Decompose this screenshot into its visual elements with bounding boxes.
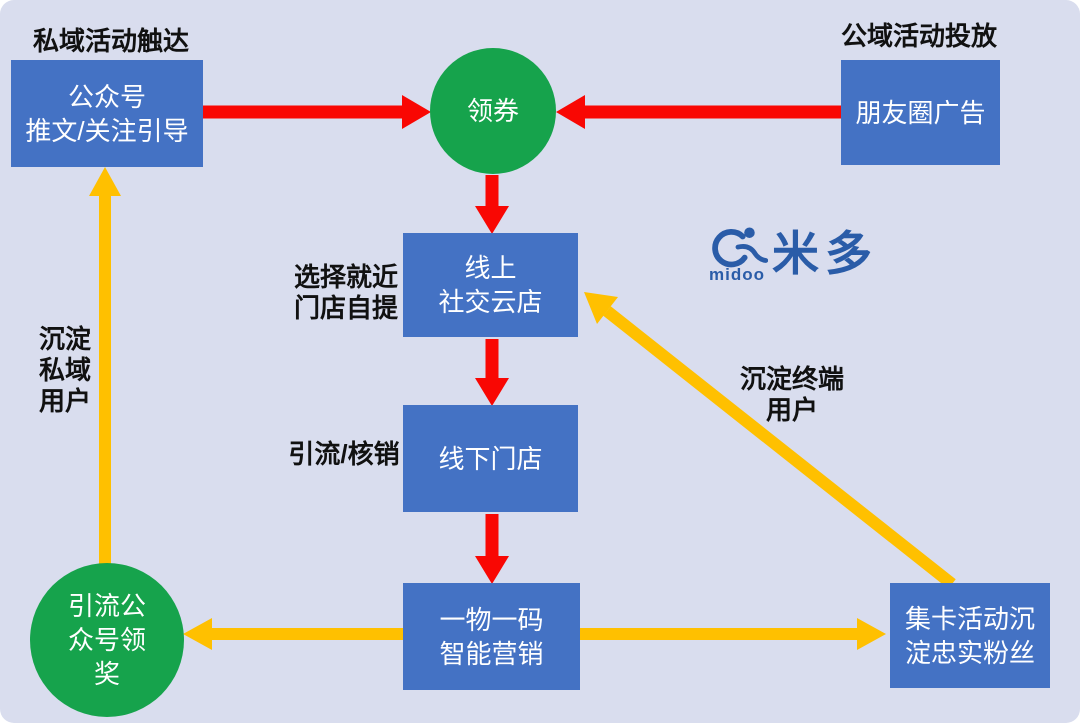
label-public-activity: 公域活动投放 xyxy=(841,21,998,51)
label-drain-verify: 引流/核销 xyxy=(288,439,400,469)
arrow-smart-marketing-to-prize-account xyxy=(183,618,403,650)
midoo-logo: midoo 米多 xyxy=(706,226,878,283)
logo-brand-text: 米多 xyxy=(772,227,878,280)
node-offline-store: 线下门店 xyxy=(403,405,578,512)
arrow-online-store-to-offline-store xyxy=(475,339,509,406)
arrow-official-account-to-coupon xyxy=(203,95,431,129)
arrow-smart-marketing-to-card-collecting xyxy=(580,618,886,650)
midoo-figure-icon xyxy=(712,227,768,268)
label-settle-terminal: 沉淀终端 用户 xyxy=(739,364,844,425)
node-official-account: 公众号 推文/关注引导 xyxy=(11,60,203,167)
node-online-store: 线上 社交云店 xyxy=(403,233,578,337)
node-card-collecting: 集卡活动沉 淀忠实粉丝 xyxy=(890,583,1050,688)
node-coupon: 领券 xyxy=(430,48,556,174)
label-pickup: 选择就近 门店自提 xyxy=(293,262,398,323)
label-private-activity: 私域活动触达 xyxy=(33,26,190,56)
logo-name-text: midoo xyxy=(709,265,765,284)
node-smart-marketing: 一物一码 智能营销 xyxy=(403,583,580,690)
arrow-offline-store-to-smart-marketing xyxy=(475,514,509,584)
arrow-coupon-to-online-store xyxy=(475,175,509,234)
node-moments-ad: 朋友圈广告 xyxy=(841,60,1000,165)
node-prize-account: 引流公 众号领 奖 xyxy=(30,563,184,717)
label-settle-private: 沉淀 私域 用户 xyxy=(38,324,91,416)
arrow-card-collecting-to-online-store xyxy=(584,292,956,589)
arrow-moments-ad-to-coupon xyxy=(556,95,841,129)
